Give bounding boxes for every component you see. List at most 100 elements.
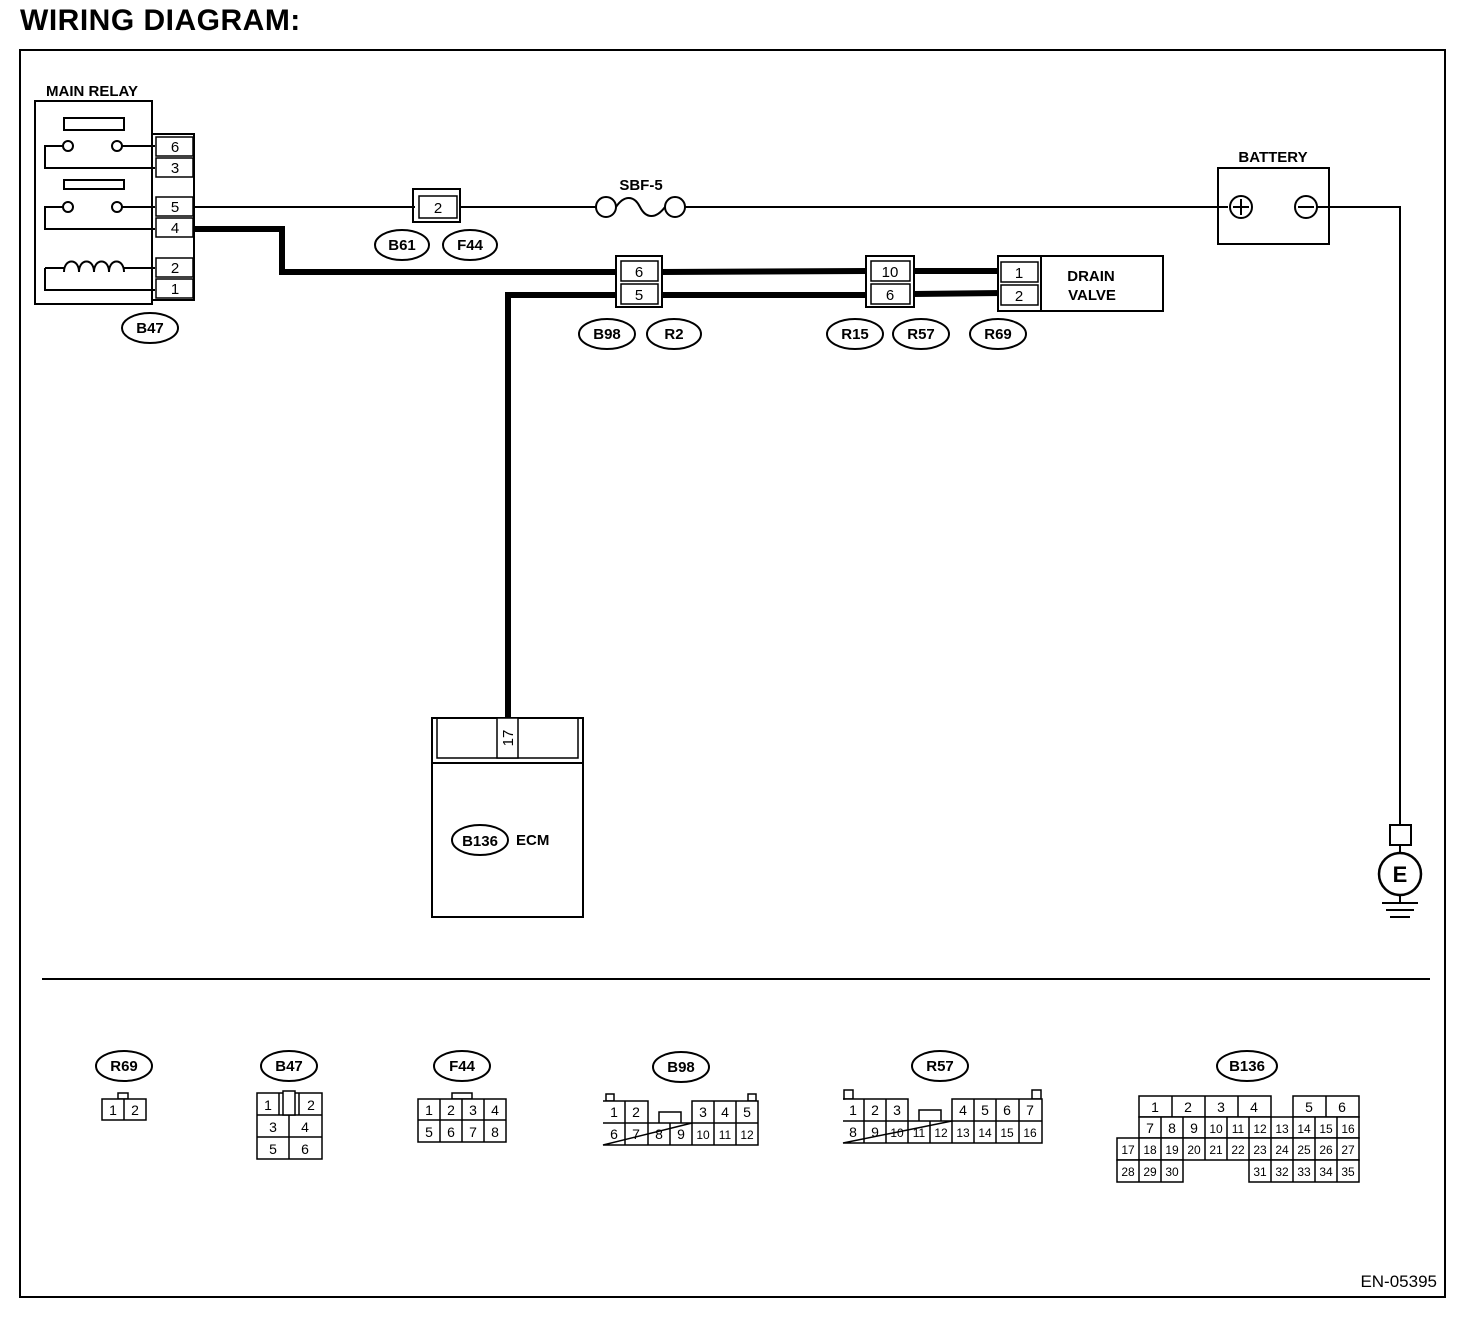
connector-face-pin: 4 bbox=[1250, 1099, 1258, 1115]
connector-face-pin: 5 bbox=[981, 1102, 989, 1118]
ecm-label: ECM bbox=[516, 832, 549, 849]
connector-face-pin: 11 bbox=[1232, 1122, 1245, 1136]
connector-face-pin: 15 bbox=[1000, 1126, 1014, 1140]
joint-r15-pin: 10 bbox=[882, 264, 899, 281]
connector-face-id: F44 bbox=[449, 1058, 476, 1075]
connector-face-pin: 4 bbox=[491, 1102, 499, 1118]
connector-face-pin: 14 bbox=[1297, 1122, 1311, 1136]
connector-face-pin: 2 bbox=[871, 1102, 879, 1118]
ecm-connector-id: B136 bbox=[462, 833, 498, 850]
connector-faces: R69 1 2 B47 1 2 3 4 5 6 bbox=[95, 1050, 1360, 1183]
fuse-label: SBF-5 bbox=[619, 177, 662, 194]
main-relay-label: MAIN RELAY bbox=[46, 83, 138, 100]
connector-face-pin: 30 bbox=[1165, 1165, 1179, 1179]
connector-face-pin: 6 bbox=[301, 1141, 309, 1157]
drain-valve-pin: 2 bbox=[1015, 288, 1023, 305]
connector-face-pin: 3 bbox=[893, 1102, 901, 1118]
connector-face-pin: 18 bbox=[1143, 1143, 1157, 1157]
connector-face-pin: 3 bbox=[1217, 1099, 1225, 1115]
connector-id-b98: B98 bbox=[593, 326, 621, 343]
drain-valve-connector-id: R69 bbox=[984, 326, 1012, 343]
connector-face-b136: B136 bbox=[1116, 1050, 1360, 1183]
connector-face-pin: 12 bbox=[934, 1126, 948, 1140]
connector-face-pin: 11 bbox=[913, 1126, 926, 1140]
connector-face-pin: 1 bbox=[610, 1104, 618, 1120]
connector-face-pin: 10 bbox=[696, 1128, 710, 1142]
connector-face-pin: 2 bbox=[1184, 1099, 1192, 1115]
connector-face-pin: 20 bbox=[1187, 1143, 1201, 1157]
connector-face-pin: 3 bbox=[699, 1104, 707, 1120]
connector-face-pin: 6 bbox=[1338, 1099, 1346, 1115]
document-code: EN-05395 bbox=[1360, 1272, 1437, 1291]
connector-face-pin: 1 bbox=[1151, 1099, 1159, 1115]
connector-face-id: B136 bbox=[1229, 1058, 1265, 1075]
main-relay-pin: 3 bbox=[171, 160, 179, 177]
connector-face-pin: 7 bbox=[469, 1124, 477, 1140]
connector-face-pin: 32 bbox=[1275, 1165, 1289, 1179]
connector-face-pin: 7 bbox=[1026, 1102, 1034, 1118]
joint-r15-pin: 6 bbox=[886, 287, 894, 304]
connector-face-pin: 5 bbox=[269, 1141, 277, 1157]
connector-face-pin: 3 bbox=[469, 1102, 477, 1118]
connector-id-r15: R15 bbox=[841, 326, 869, 343]
drain-valve-pin: 1 bbox=[1015, 265, 1023, 282]
connector-face-pin: 26 bbox=[1319, 1143, 1333, 1157]
connector-face-pin: 10 bbox=[890, 1126, 904, 1140]
connector-face-pin: 8 bbox=[655, 1126, 663, 1142]
connector-face-b98: B98 1 2 3 4 5 6 7 8 9 10 11 12 bbox=[602, 1051, 759, 1146]
connector-face-pin: 14 bbox=[978, 1126, 992, 1140]
harness-wires bbox=[194, 226, 1003, 718]
battery: BATTERY bbox=[1217, 149, 1330, 245]
connector-face-pin: 35 bbox=[1341, 1165, 1355, 1179]
connector-face-pin: 34 bbox=[1319, 1165, 1333, 1179]
ground-circuit: E bbox=[1317, 206, 1423, 918]
main-relay-pin: 4 bbox=[171, 220, 179, 237]
diagram-frame bbox=[19, 49, 1446, 1298]
connector-face-pin: 17 bbox=[1121, 1143, 1135, 1157]
connector-face-pin: 8 bbox=[491, 1124, 499, 1140]
connector-face-pin: 1 bbox=[264, 1097, 272, 1113]
main-relay-pin: 1 bbox=[171, 281, 179, 298]
connector-face-pin: 2 bbox=[307, 1097, 315, 1113]
connector-face-pin: 7 bbox=[1146, 1120, 1154, 1136]
connector-face-pin: 25 bbox=[1297, 1143, 1311, 1157]
connector-face-pin: 11 bbox=[719, 1128, 732, 1142]
connector-id-f44: F44 bbox=[457, 237, 484, 254]
connector-id-r57: R57 bbox=[907, 326, 935, 343]
page-title: WIRING DIAGRAM: bbox=[20, 4, 301, 37]
connector-face-pin: 9 bbox=[1190, 1120, 1198, 1136]
connector-face-pin: 10 bbox=[1209, 1122, 1223, 1136]
drain-valve-label-line1: DRAIN bbox=[1067, 268, 1115, 285]
connector-face-pin: 21 bbox=[1209, 1143, 1223, 1157]
connector-face-pin: 8 bbox=[1168, 1120, 1176, 1136]
main-relay-pin: 2 bbox=[171, 260, 179, 277]
connector-face-pin: 6 bbox=[1003, 1102, 1011, 1118]
connector-face-pin: 22 bbox=[1231, 1143, 1245, 1157]
connector-face-pin: 1 bbox=[109, 1102, 117, 1118]
ground-label: E bbox=[1393, 862, 1408, 887]
connector-face-pin: 28 bbox=[1121, 1165, 1135, 1179]
connector-face-pin: 2 bbox=[447, 1102, 455, 1118]
connector-face-pin: 23 bbox=[1253, 1143, 1267, 1157]
drain-valve: 1 2 DRAIN VALVE R69 bbox=[969, 255, 1164, 350]
joint-b61-f44: 2 B61 F44 bbox=[374, 188, 498, 261]
connector-face-id: B98 bbox=[667, 1059, 695, 1076]
connector-face-pin: 13 bbox=[956, 1126, 970, 1140]
connector-face-pin: 5 bbox=[1305, 1099, 1313, 1115]
connector-face-r69: R69 1 2 bbox=[95, 1050, 153, 1121]
connector-face-pin: 4 bbox=[721, 1104, 729, 1120]
ecm-pin: 17 bbox=[500, 730, 517, 747]
connector-face-pin: 4 bbox=[959, 1102, 967, 1118]
connector-id-b61: B61 bbox=[388, 237, 416, 254]
connector-face-pin: 12 bbox=[1253, 1122, 1267, 1136]
connector-face-id: B47 bbox=[275, 1058, 303, 1075]
fuse-sbf-5: SBF-5 bbox=[595, 177, 686, 218]
connector-face-id: R69 bbox=[110, 1058, 138, 1075]
connector-face-pin: 2 bbox=[632, 1104, 640, 1120]
connector-face-pin: 24 bbox=[1275, 1143, 1289, 1157]
main-relay-pin: 5 bbox=[171, 199, 179, 216]
connector-face-pin: 19 bbox=[1165, 1143, 1179, 1157]
connector-face-pin: 5 bbox=[425, 1124, 433, 1140]
connector-face-f44: F44 1 2 3 4 5 6 7 8 bbox=[417, 1050, 507, 1143]
